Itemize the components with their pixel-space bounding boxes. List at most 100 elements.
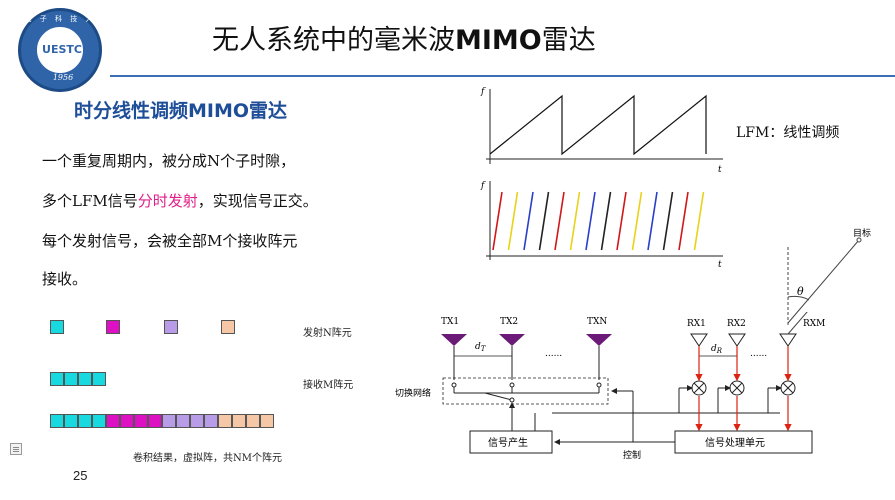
logo-inner-circle: UESTC <box>35 25 85 75</box>
tx-element-4 <box>221 320 235 334</box>
rx-element-2 <box>64 372 78 386</box>
page-number: 25 <box>73 468 88 483</box>
logo-year: 1956 <box>52 73 74 82</box>
plot1-sawtooth <box>489 94 707 156</box>
rx-element-3 <box>78 372 92 386</box>
virtual-element <box>190 414 204 428</box>
title-bold: MIMO <box>455 25 542 56</box>
rx1-label: RX1 <box>687 319 706 329</box>
dt-label: dT <box>475 342 487 353</box>
virtual-element <box>246 414 260 428</box>
tx1-antenna <box>441 334 467 346</box>
body-line-4: 接收。 <box>42 270 88 288</box>
target-ray <box>787 312 808 335</box>
logo-text: UESTC <box>42 43 82 56</box>
virtual-element <box>134 414 148 428</box>
chirp-segment <box>585 191 596 251</box>
switch-network-label: 切换网络 <box>395 387 431 399</box>
title-suffix: 雷达 <box>541 25 596 56</box>
virtual-element <box>218 414 232 428</box>
chirp-segment <box>523 191 534 251</box>
lfm-label: LFM：线性调频 <box>736 125 840 141</box>
tx-element-3 <box>164 320 178 334</box>
body-line-2-post: ，实现信号正交。 <box>197 192 318 210</box>
tx-element-1 <box>50 320 64 334</box>
mixer-1 <box>691 380 707 396</box>
rx2-label: RX2 <box>727 319 746 329</box>
tdm-sawtooth-plot: f t <box>480 181 723 268</box>
rx1-antenna <box>690 333 708 347</box>
signal-processing-label: 信号处理单元 <box>705 437 765 449</box>
chirp-segment <box>492 191 503 251</box>
plot1-f-label: f <box>480 87 486 97</box>
virtual-element <box>232 414 246 428</box>
plot2-f-label: f <box>480 181 486 191</box>
chirp-segment <box>616 191 627 251</box>
body-line-3: 每个发射信号，会被全部M个接收阵元 <box>42 232 298 250</box>
target-label: 目标 <box>853 227 871 239</box>
chirp-segment <box>678 191 689 251</box>
tx1-label: TX1 <box>441 317 459 327</box>
virtual-element <box>148 414 162 428</box>
body-line-1: 一个重复周期内，被分成N个子时隙， <box>42 152 296 170</box>
body-line-2-highlight: 分时发射 <box>137 192 198 210</box>
section-subtitle: 时分线性调频MIMO雷达 <box>74 100 288 122</box>
chirp-segment <box>631 191 643 251</box>
virtual-element <box>162 414 176 428</box>
target-line <box>787 239 860 324</box>
chirp-segment <box>507 191 519 251</box>
mixer-2 <box>729 380 745 396</box>
body-line-2: 多个LFM信号分时发射，实现信号正交。 <box>42 190 318 211</box>
virtual-element <box>204 414 218 428</box>
rxm-label: RXM <box>803 319 825 329</box>
switch-arm <box>484 392 513 401</box>
switch-node-1 <box>451 382 457 388</box>
rx-element-4 <box>92 372 106 386</box>
chirp-segment <box>662 191 674 251</box>
virtual-element <box>50 414 64 428</box>
switch-network-box <box>442 377 609 405</box>
rx-dots: ...... <box>750 349 767 359</box>
theta-label: θ <box>797 285 804 298</box>
virtual-element <box>64 414 78 428</box>
control-label: 控制 <box>623 449 641 461</box>
target-geometry: θ 目标 <box>787 227 871 325</box>
virtual-element <box>106 414 120 428</box>
switch-node-n <box>596 382 602 388</box>
signal-processing-box <box>674 430 813 454</box>
mimo-block-diagram: TX1 TX2 TXN dT ...... 切换网络 信号产生 控制 <box>395 312 825 461</box>
title-prefix: 无人系统中的毫米波 <box>212 25 455 56</box>
signal-generator-box <box>469 430 553 454</box>
rx2-antenna <box>728 333 746 347</box>
txn-antenna <box>586 334 612 346</box>
dr-label: dR <box>711 344 723 355</box>
virtual-element <box>92 414 106 428</box>
slide-title: 无人系统中的毫米波MIMO雷达 <box>212 18 772 57</box>
university-logo: 电 子 科 技 大 学 UESTC 1956 <box>18 8 102 92</box>
header-divider <box>110 75 895 77</box>
body-line-2-pre: 多个LFM信号 <box>42 192 138 210</box>
chirp-segment <box>569 191 581 251</box>
virtual-element <box>120 414 134 428</box>
tx-dots: ...... <box>545 349 562 359</box>
rx-array-label: 接收M阵元 <box>303 380 354 391</box>
chirp-segment <box>554 191 565 251</box>
tx-element-2 <box>106 320 120 334</box>
switch-node-2 <box>509 382 515 388</box>
target-point <box>856 237 862 243</box>
virtual-array-label: 卷积结果，虚拟阵，共NM个阵元 <box>133 453 282 464</box>
plot2-t-label: t <box>718 260 722 268</box>
switch-pivot <box>509 397 515 403</box>
virtual-element <box>260 414 274 428</box>
signal-generator-label: 信号产生 <box>488 436 528 449</box>
virtual-element <box>176 414 190 428</box>
mixer-m <box>780 380 796 396</box>
plot1-t-label: t <box>718 165 722 175</box>
chirp-segment <box>538 191 550 251</box>
rx-element-1 <box>50 372 64 386</box>
txn-label: TXN <box>587 317 607 327</box>
tx2-label: TX2 <box>500 317 518 327</box>
slide-menu-icon[interactable] <box>10 443 22 455</box>
lfm-sawtooth-plot: f t <box>480 87 723 175</box>
